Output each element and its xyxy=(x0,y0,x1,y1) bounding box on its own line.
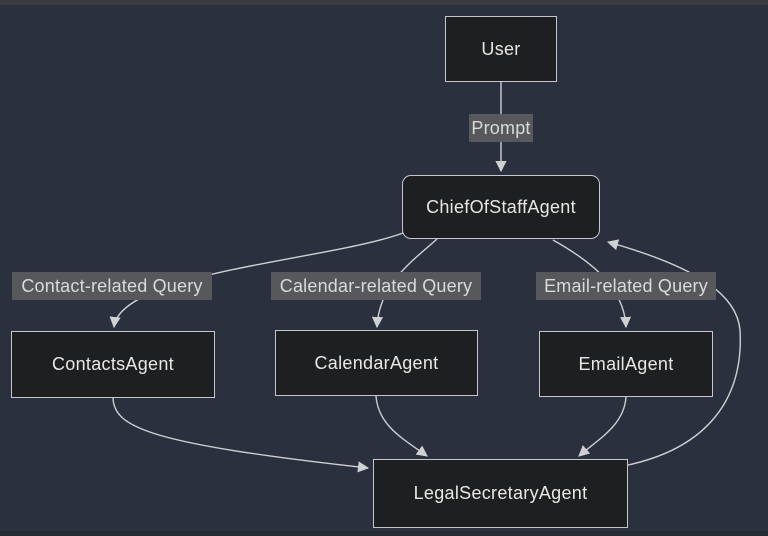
edge-label-prompt-text: Prompt xyxy=(471,117,531,138)
node-contactsagent: ContactsAgent xyxy=(11,331,215,398)
edge-email-to-legalsecretary xyxy=(578,396,627,457)
node-calendaragent-label: CalendarAgent xyxy=(314,352,439,373)
node-chiefofstaffagent-label: ChiefOfStaffAgent xyxy=(426,196,576,217)
edge-contacts-to-legalsecretary xyxy=(112,397,370,473)
edge-label-contact-related-query: Contact-related Query xyxy=(12,272,212,300)
node-emailagent: EmailAgent xyxy=(539,331,713,397)
node-chiefofstaffagent: ChiefOfStaffAgent xyxy=(402,175,600,239)
node-legalsecretaryagent-label: LegalSecretaryAgent xyxy=(413,483,588,503)
edge-label-calendar-related-query: Calendar-related Query xyxy=(271,272,481,300)
node-user: User xyxy=(445,16,557,82)
edge-label-prompt: Prompt xyxy=(469,114,533,142)
bottom-border-strip xyxy=(0,531,768,536)
node-contactsagent-label: ContactsAgent xyxy=(52,354,174,374)
node-emailagent-label: EmailAgent xyxy=(578,353,674,374)
node-calendaragent: CalendarAgent xyxy=(275,330,478,396)
edge-legalsecretary-to-chiefofstaff xyxy=(606,239,741,466)
edge-label-contact-text: Contact-related Query xyxy=(21,275,203,296)
edge-calendar-to-legalsecretary xyxy=(375,395,428,457)
node-user-label: User xyxy=(481,38,521,59)
edge-chiefofstaff-to-contacts xyxy=(109,232,404,329)
edge-label-calendar-text: Calendar-related Query xyxy=(279,275,473,296)
node-legalsecretaryagent: LegalSecretaryAgent xyxy=(373,459,628,528)
edge-label-email-related-query: Email-related Query xyxy=(536,272,716,300)
edge-label-email-text: Email-related Query xyxy=(544,275,708,296)
top-border-strip xyxy=(0,0,768,5)
